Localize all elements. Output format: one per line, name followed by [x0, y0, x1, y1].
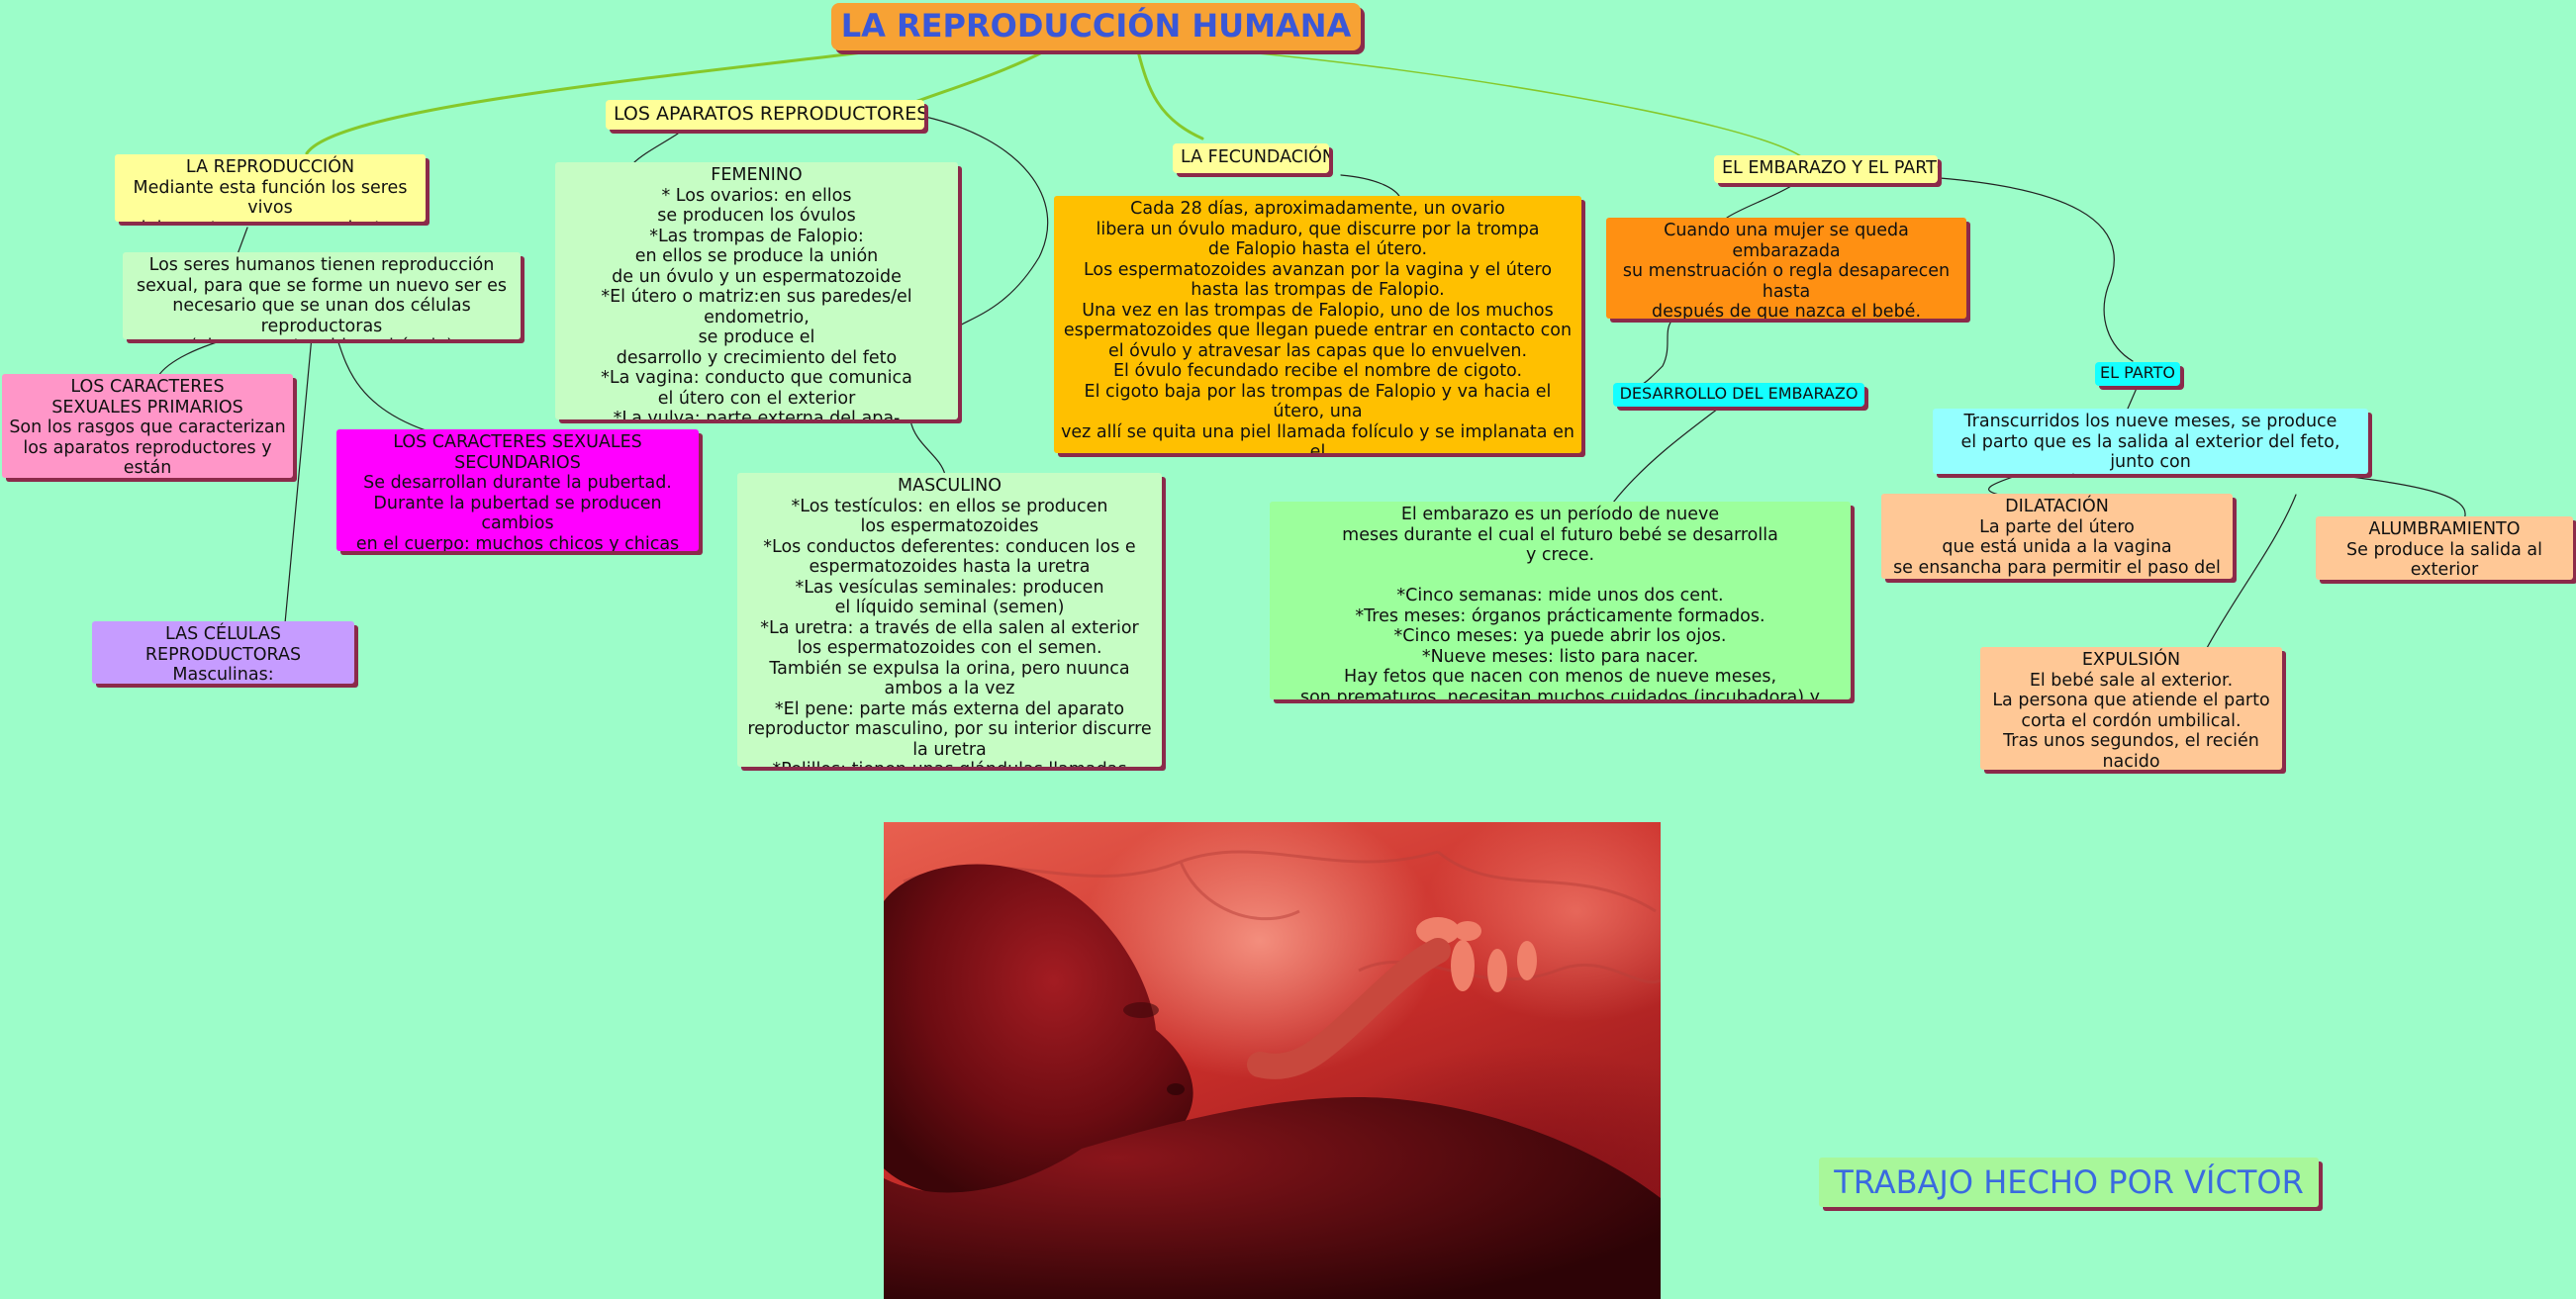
node-alumbramiento[interactable]: ALUMBRAMIENTO Se produce la salida al ex…: [2316, 516, 2573, 580]
node-parto-texto[interactable]: Transcurridos los nueve meses, se produc…: [1933, 409, 2368, 474]
link-title-aparatos: [915, 51, 1044, 102]
node-dilatacion[interactable]: DILATACIÓN La parte del útero que está u…: [1881, 494, 2233, 579]
node-caracteres-secundarios[interactable]: LOS CARACTERES SEXUALES SECUNDARIOS Se d…: [336, 429, 699, 551]
link-parto-dilatacion: [1989, 475, 2019, 495]
node-masculino[interactable]: MASCULINO *Los testículos: en ellos se p…: [737, 473, 1162, 767]
node-expulsion[interactable]: EXPULSIÓN El bebé sale al exterior. La p…: [1980, 647, 2282, 770]
link-texto-desarrollo: [1643, 320, 1672, 384]
node-embarazo-parto[interactable]: EL EMBARAZO Y EL PARTO: [1714, 155, 1938, 183]
author-credit[interactable]: TRABAJO HECHO POR VÍCTOR: [1819, 1158, 2319, 1207]
link-femenino-masculino: [910, 420, 945, 475]
node-reproduccion-sexual[interactable]: Los seres humanos tienen reproducción se…: [123, 252, 521, 339]
page-title[interactable]: LA REPRODUCCIÓN HUMANA: [831, 3, 1361, 50]
node-caracteres-primarios[interactable]: LOS CARACTERES SEXUALES PRIMARIOS Son lo…: [2, 374, 293, 478]
link-sexual-secundarios: [336, 336, 426, 430]
link-title-fecundacion: [1138, 51, 1202, 139]
link-reproduccion-sexual: [238, 228, 247, 254]
node-celulas-reproductoras[interactable]: LAS CÉLULAS REPRODUCTORAS Masculinas: es…: [92, 621, 354, 684]
link-embarazo-parto: [1940, 178, 2133, 361]
fetus-photo: [884, 822, 1661, 1299]
link-desarrollo-texto: [1613, 406, 1722, 503]
node-desarrollo-texto[interactable]: El embarazo es un período de nueve meses…: [1270, 502, 1851, 699]
node-fecundacion[interactable]: LA FECUNDACIÓN: [1173, 143, 1329, 173]
node-femenino[interactable]: FEMENINO * Los ovarios: en ellos se prod…: [555, 162, 958, 419]
link-fecundacion-texto: [1341, 175, 1400, 198]
node-desarrollo-embarazo[interactable]: DESARROLLO DEL EMBARAZO: [1613, 383, 1864, 407]
link-embarazo-texto: [1727, 186, 1791, 218]
node-fecundacion-texto[interactable]: Cada 28 días, aproximadamente, un ovario…: [1054, 196, 1581, 453]
link-parto-alumbramiento: [2336, 475, 2465, 519]
node-el-parto[interactable]: EL PARTO: [2095, 362, 2180, 386]
link-title-embarazo: [1237, 51, 1801, 156]
link-sexual-primarios: [158, 336, 238, 376]
link-parto-texto: [2128, 386, 2138, 409]
node-aparatos-reproductores[interactable]: LOS APARATOS REPRODUCTORES: [606, 100, 924, 130]
node-reproduccion[interactable]: LA REPRODUCCIÓN Mediante esta función lo…: [115, 154, 426, 222]
node-embarazo-texto[interactable]: Cuando una mujer se queda embarazada su …: [1606, 218, 1966, 319]
link-aparatos-femenino: [633, 134, 678, 163]
